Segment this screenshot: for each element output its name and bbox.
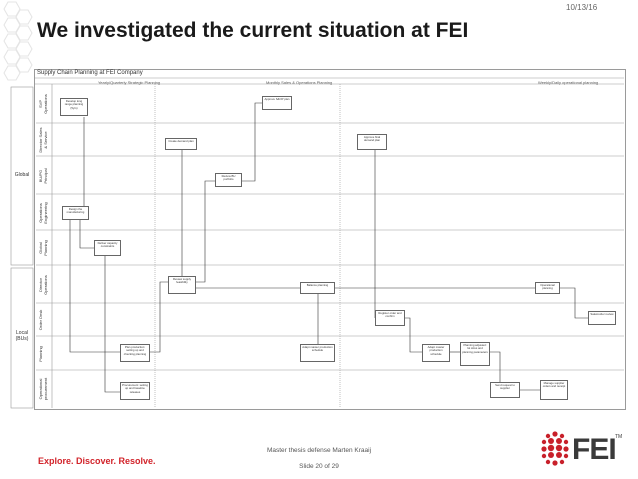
task-long-range-planning[interactable]: Develop long range planning (5yrs) [60,98,88,116]
footer-presenter: Master thesis defense Marten Kraaij [266,447,372,454]
lane-operations-engineering: Operations Engineering [38,202,48,224]
lane-director-operations: Director Operations [38,275,48,295]
lane-director-sales-service: Director Sales & Service [38,127,48,153]
fei-logo-text: FEI [572,433,617,466]
phase-operational: Weekly/Daily operational planning [538,80,599,85]
fei-logo-icon [541,431,569,466]
lane-global-planning: Global Planning [38,240,48,256]
task-approve-sop-plan[interactable]: Approve S&OP plan [262,96,292,110]
trademark-mark: TM [615,434,623,440]
hexagon-pattern-decoration [3,1,33,81]
scope-global: Global [14,172,30,178]
lane-svp-operations: SVP Operations [38,94,48,114]
task-plan-production[interactable]: Plan production: setting up and checking… [120,344,150,362]
task-manage-supplier-orders[interactable]: Manage supplier orders and receipt [540,380,568,400]
task-operational-planning[interactable]: Operational planning [535,282,560,294]
scope-local: Local (BUs) [15,330,29,342]
task-create-demand-plan[interactable]: Create demand plan [165,138,197,150]
task-procurement-baseline[interactable]: Procurement: setting up and baseline rel… [120,382,150,400]
lane-order-desk: Order Desk [38,309,43,331]
slide-title: We investigated the current situation at… [37,19,469,42]
task-balance-planning[interactable]: Balance planning [300,282,335,294]
brand-tagline: Explore. Discover. Resolve. [38,456,156,466]
slide-date: 10/13/16 [566,3,598,12]
task-review-bu-portfolio[interactable]: Review BU portfolio [215,173,242,187]
phase-strategic: Yearly/Quarterly Strategic Planning [98,80,161,85]
task-planning-adjusted[interactable]: Planning adjusted: lot sizes and plannin… [460,342,490,366]
task-deliver-capacity-constraints[interactable]: Deliver capacity constraints [94,240,121,256]
lane-operational-procurement: Operational procurement [38,377,48,401]
task-adapt-mps-1[interactable]: Adapt master production schedule [300,344,335,362]
task-review-supply-feasibility[interactable]: Review supply feasibility [168,276,196,294]
task-approve-final-demand-plan[interactable]: Approve final demand plan [357,134,387,150]
lane-bu-pg-principal: BU/PG Principal [38,168,48,184]
task-adapt-mps-2[interactable]: Adapt master production schedule [422,344,450,362]
lane-planning: Planning [38,346,43,362]
slide-number: Slide 20 of 29 [299,463,339,470]
diagram-title: Supply Chain Planning at FEI Company [37,70,143,76]
task-sales-order-review[interactable]: Sales/order review [588,311,616,325]
task-send-request-supplier[interactable]: Send request to supplier [490,382,520,398]
task-design-manufacturing[interactable]: Design the manufacturing [62,206,89,220]
phase-sop: Monthly Sales & Operations Planning [266,80,333,85]
task-register-order[interactable]: Register order and confirm [375,310,405,326]
